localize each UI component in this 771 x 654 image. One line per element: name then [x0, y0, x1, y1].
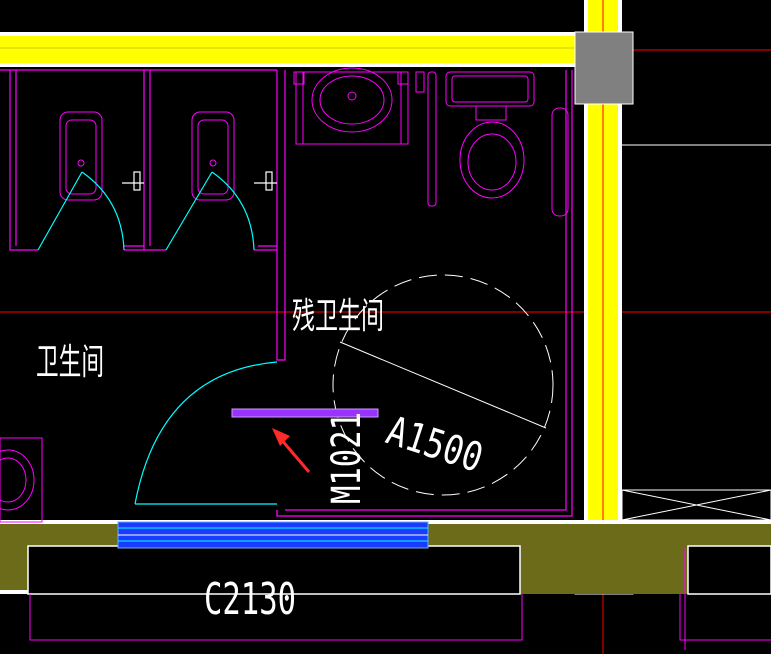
annotation-arrow [272, 428, 311, 473]
turning-circle [332, 274, 554, 496]
label-window-code: C2130 [204, 574, 296, 625]
stall-latch [122, 171, 277, 191]
top-wall [0, 32, 578, 67]
grab-bar [415, 71, 569, 217]
bay-outline [29, 548, 771, 650]
toilet [445, 71, 535, 199]
door-marker-m1021 [231, 408, 379, 418]
label-accessible-restroom: 残卫生间 [292, 296, 384, 337]
label-restroom: 卫生间 [36, 342, 104, 383]
partition-walls [0, 69, 573, 517]
label-door-code: M1021 [324, 412, 370, 504]
stall-door-swing [37, 171, 255, 251]
structural-column-top [574, 31, 634, 105]
urinal-2 [191, 111, 235, 201]
urinal-1 [59, 111, 103, 201]
window-c2130 [117, 521, 429, 549]
door-swing [134, 361, 278, 505]
lower-left-sink [0, 437, 43, 523]
wash-basin [293, 67, 409, 145]
